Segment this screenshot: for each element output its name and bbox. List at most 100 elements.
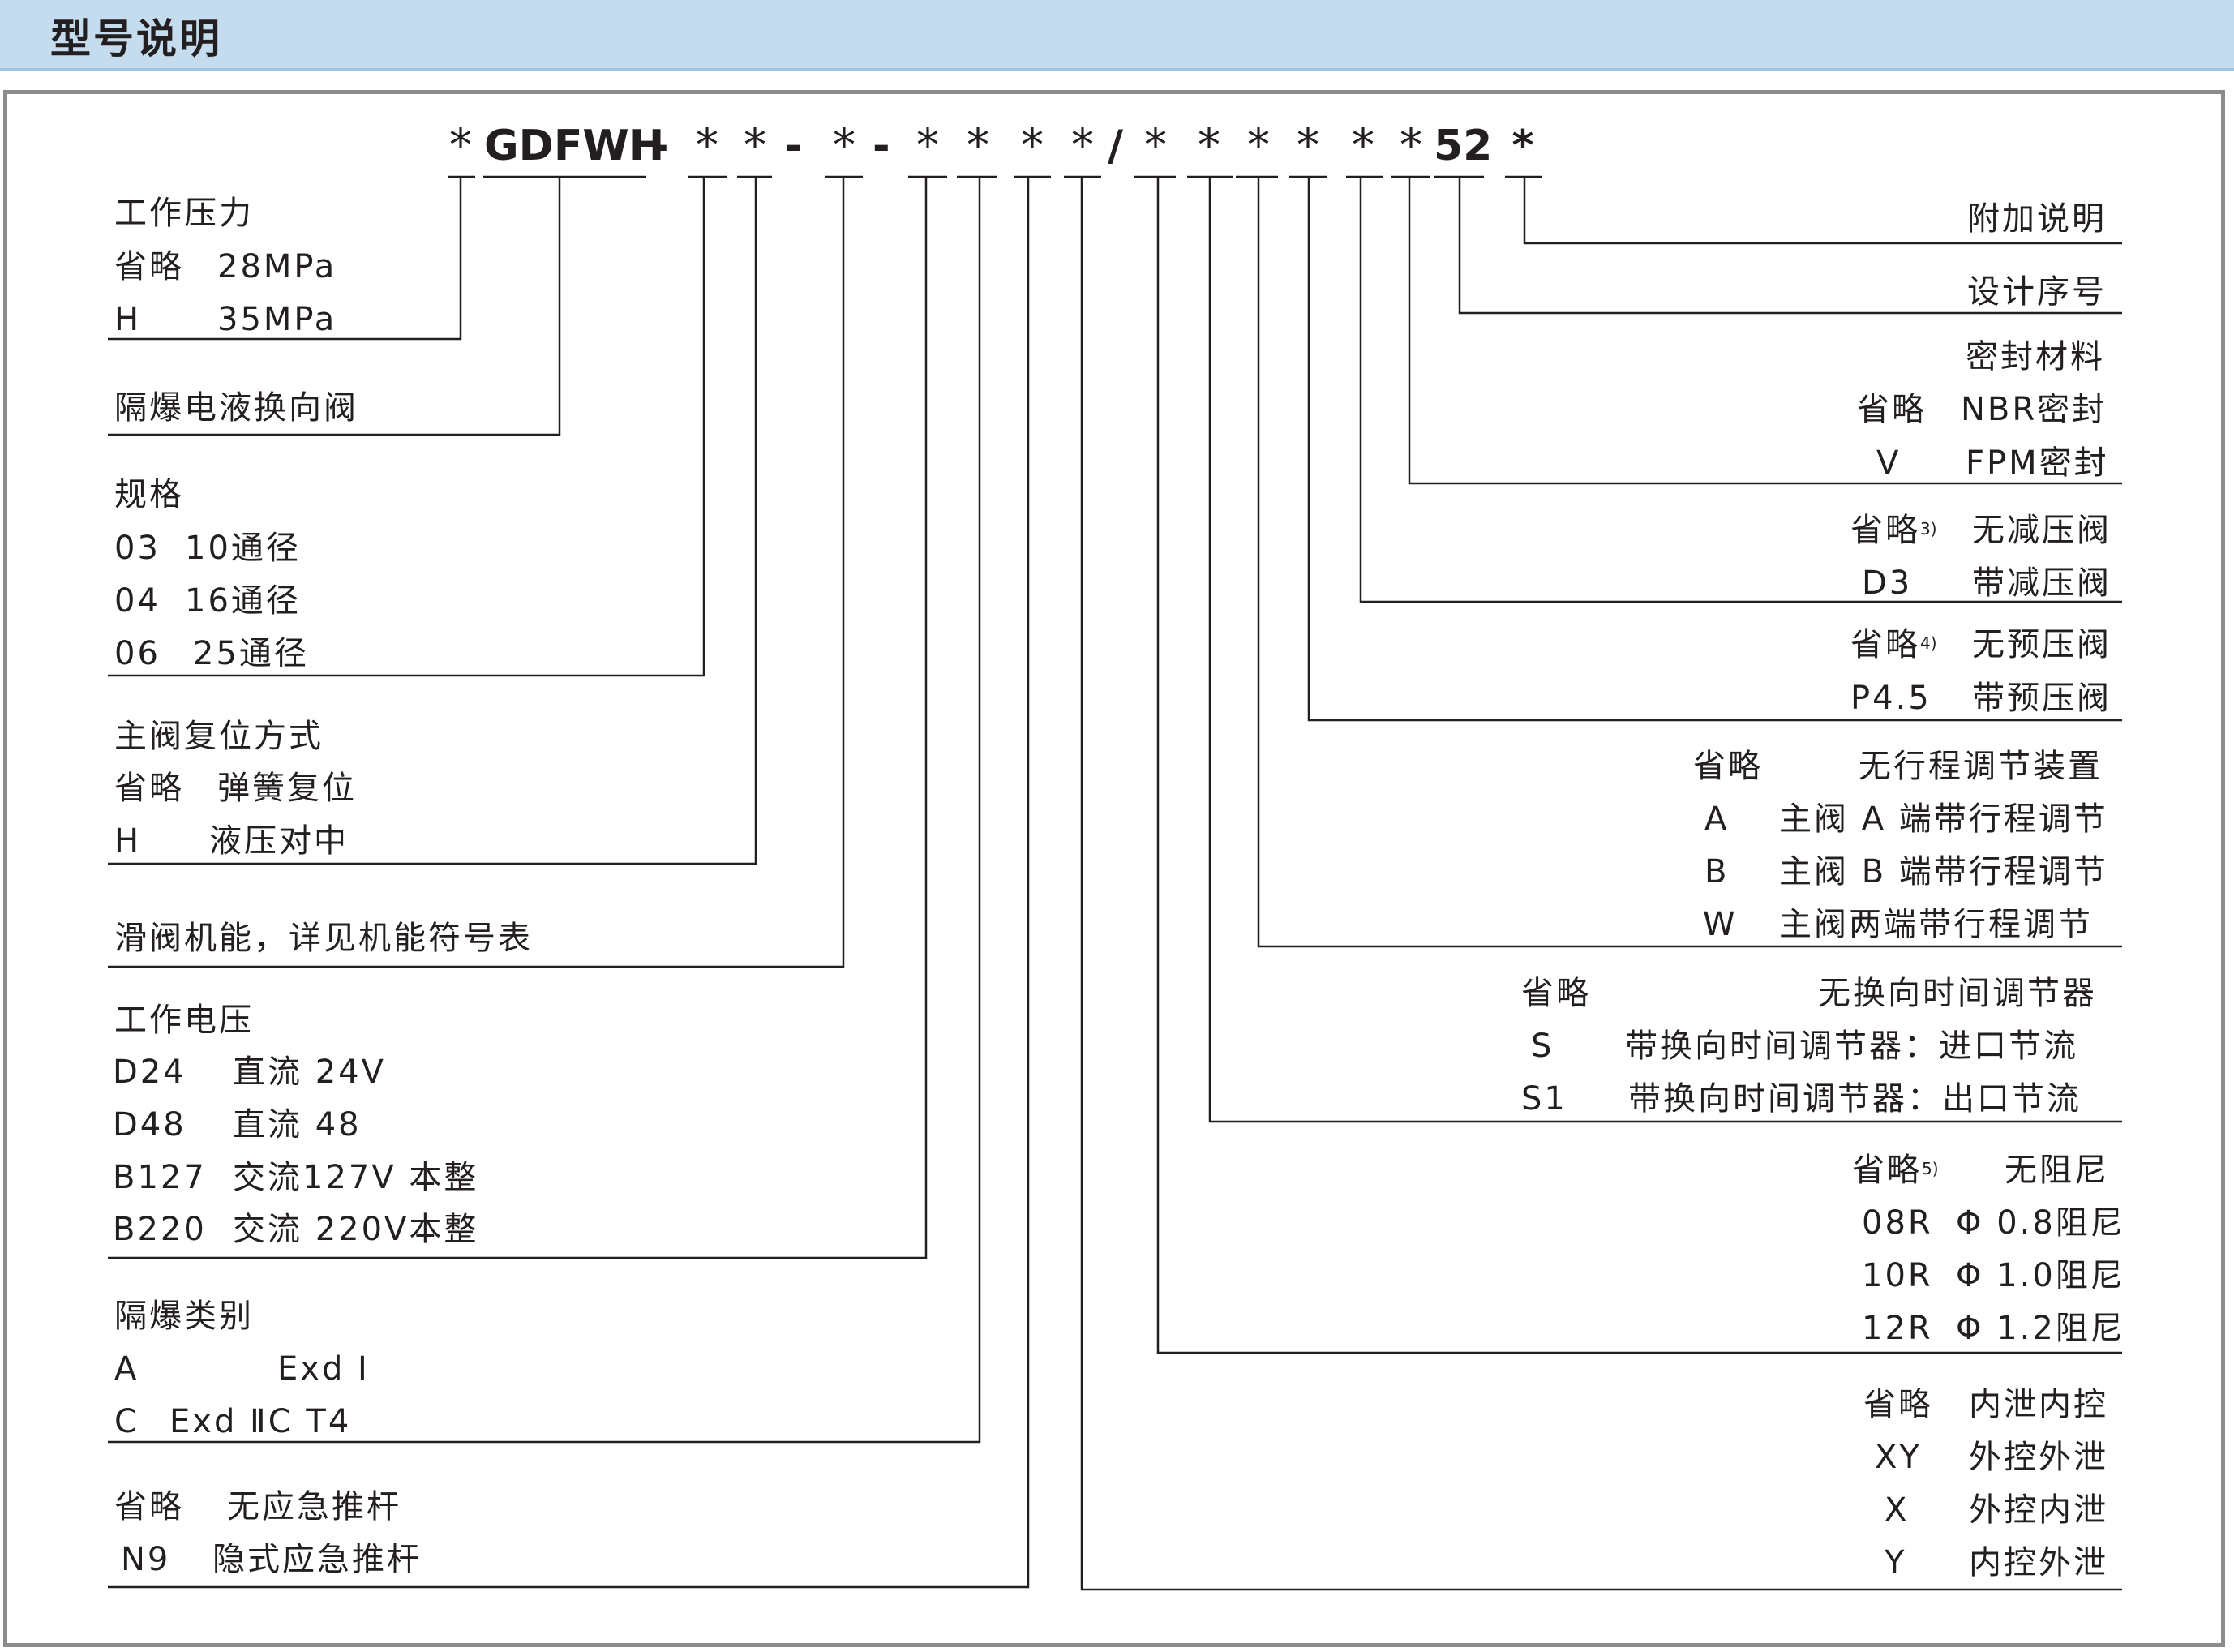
connector-voltage: [108, 177, 928, 1259]
damper-key: 10R: [1862, 1257, 1933, 1294]
stroke-value: 主阀 A 端带行程调节: [1779, 800, 2108, 838]
spool-title: 滑阀机能，详见机能符号表: [114, 920, 533, 957]
connector-design: [1458, 177, 2122, 315]
push-rod-key: 省略: [114, 1488, 184, 1525]
preload-value: 无预压阀: [1972, 626, 2112, 663]
code-dash: -: [873, 122, 890, 170]
connector-control: [1080, 177, 2122, 1591]
code-star: *: [1198, 119, 1220, 172]
voltage-value: 交流 220V本整: [233, 1211, 479, 1248]
connector-preload: [1307, 177, 2122, 722]
push-rod-value: 无应急推杆: [227, 1488, 401, 1525]
section-header: 型号说明: [0, 0, 2234, 71]
reset-key: H: [114, 822, 142, 860]
code-star: *: [1144, 119, 1167, 172]
control-value: 内泄内控: [1969, 1386, 2108, 1423]
voltage-key: B220: [113, 1211, 207, 1248]
pressure-key: 省略: [114, 248, 184, 285]
size-key: 03: [114, 530, 161, 567]
reset-title: 主阀复位方式: [114, 718, 324, 755]
diagram-frame: [3, 90, 2225, 1647]
reducing-key: 省略3): [1850, 510, 1937, 551]
section-title: 型号说明: [50, 15, 222, 62]
connector-reset: [108, 177, 757, 865]
footnote-mark: 5): [1922, 1159, 1939, 1178]
code-prefix-star: *: [449, 119, 472, 172]
explosion-value: Exd Ⅰ: [277, 1350, 370, 1388]
code-dash: -: [651, 122, 669, 170]
control-key: 省略: [1863, 1386, 1933, 1423]
damper-value: Φ 1.0阻尼: [1956, 1257, 2125, 1294]
size-key: 04: [114, 582, 161, 620]
preload-key: P4.5: [1850, 680, 1932, 717]
push-rod-key: N9: [121, 1541, 171, 1578]
voltage-value: 直流 48: [233, 1106, 362, 1144]
extra-title: 附加说明: [1967, 200, 2107, 238]
damper-value: Φ 1.2阻尼: [1956, 1310, 2125, 1347]
footnote-mark: 4): [1920, 633, 1937, 653]
stroke-key: W: [1703, 906, 1738, 943]
code-suffix-star: *: [1511, 122, 1534, 170]
connector-explosion: [108, 177, 981, 1444]
pressure-title: 工作压力: [114, 195, 254, 232]
control-value: 外控内泄: [1969, 1491, 2108, 1529]
valve-type-title: 隔爆电液换向阀: [114, 389, 358, 427]
design-title: 设计序号: [1967, 273, 2107, 311]
stroke-key: B: [1704, 853, 1730, 890]
connector-stroke: [1257, 177, 2122, 948]
connector-damper: [1156, 177, 2122, 1354]
preload-key-text: 省略: [1850, 626, 1920, 663]
code-star: *: [1247, 119, 1270, 172]
control-key: X: [1885, 1491, 1910, 1529]
connector-seal: [1408, 177, 2122, 485]
seal-title: 密封材料: [1966, 338, 2105, 375]
code-design-no: 52: [1434, 122, 1493, 170]
timer-value: 带换向时间调节器：出口节流: [1628, 1080, 2082, 1118]
reducing-key: D3: [1862, 564, 1913, 602]
timer-value: 无换向时间调节器: [1818, 975, 2097, 1012]
connector-push-rod: [108, 177, 1030, 1589]
control-key: Y: [1885, 1544, 1907, 1581]
stroke-key: 省略: [1693, 748, 1763, 785]
preload-key: 省略4): [1850, 624, 1937, 665]
stroke-key: A: [1704, 800, 1730, 838]
reducing-value: 带减压阀: [1972, 564, 2112, 602]
explosion-key: C: [114, 1403, 139, 1440]
connector-pressure: [108, 177, 462, 341]
code-star: *: [744, 119, 766, 172]
damper-key-text: 省略: [1852, 1152, 1922, 1189]
explosion-key: A: [114, 1350, 139, 1388]
size-key: 06: [114, 635, 161, 672]
seal-value: FPM密封: [1966, 444, 2109, 482]
size-value: 16通径: [185, 582, 301, 620]
control-key: XY: [1875, 1439, 1922, 1476]
voltage-value: 交流127V 本整: [233, 1159, 479, 1196]
code-slash: /: [1108, 122, 1123, 170]
pressure-value: 28MPa: [217, 248, 337, 285]
control-value: 外控外泄: [1969, 1439, 2108, 1476]
code-star: *: [696, 119, 718, 172]
reducing-key-text: 省略: [1850, 512, 1920, 549]
damper-key: 省略5): [1852, 1150, 1939, 1191]
voltage-title: 工作电压: [114, 1002, 254, 1039]
stroke-value: 无行程调节装置: [1859, 748, 2103, 785]
stroke-value: 主阀 B 端带行程调节: [1779, 853, 2108, 890]
code-dash: -: [785, 122, 803, 170]
explosion-title: 隔爆类别: [114, 1298, 254, 1335]
connector-reducing: [1359, 177, 2122, 603]
control-value: 内控外泄: [1969, 1544, 2108, 1581]
code-star: *: [916, 119, 939, 172]
code-star: *: [1071, 119, 1094, 172]
seal-value: NBR密封: [1961, 391, 2108, 428]
reducing-value: 无减压阀: [1972, 512, 2112, 549]
damper-value: Φ 0.8阻尼: [1956, 1204, 2125, 1242]
size-value: 25通径: [193, 635, 309, 672]
push-rod-value: 隐式应急推杆: [212, 1541, 422, 1578]
seal-key: V: [1876, 444, 1902, 482]
code-model: GDFWH: [484, 122, 665, 170]
pressure-value: 35MPa: [217, 301, 337, 338]
code-star: *: [1352, 119, 1374, 172]
damper-key: 08R: [1862, 1204, 1933, 1242]
connector-valve-type: [108, 177, 561, 436]
code-star: *: [1297, 119, 1319, 172]
